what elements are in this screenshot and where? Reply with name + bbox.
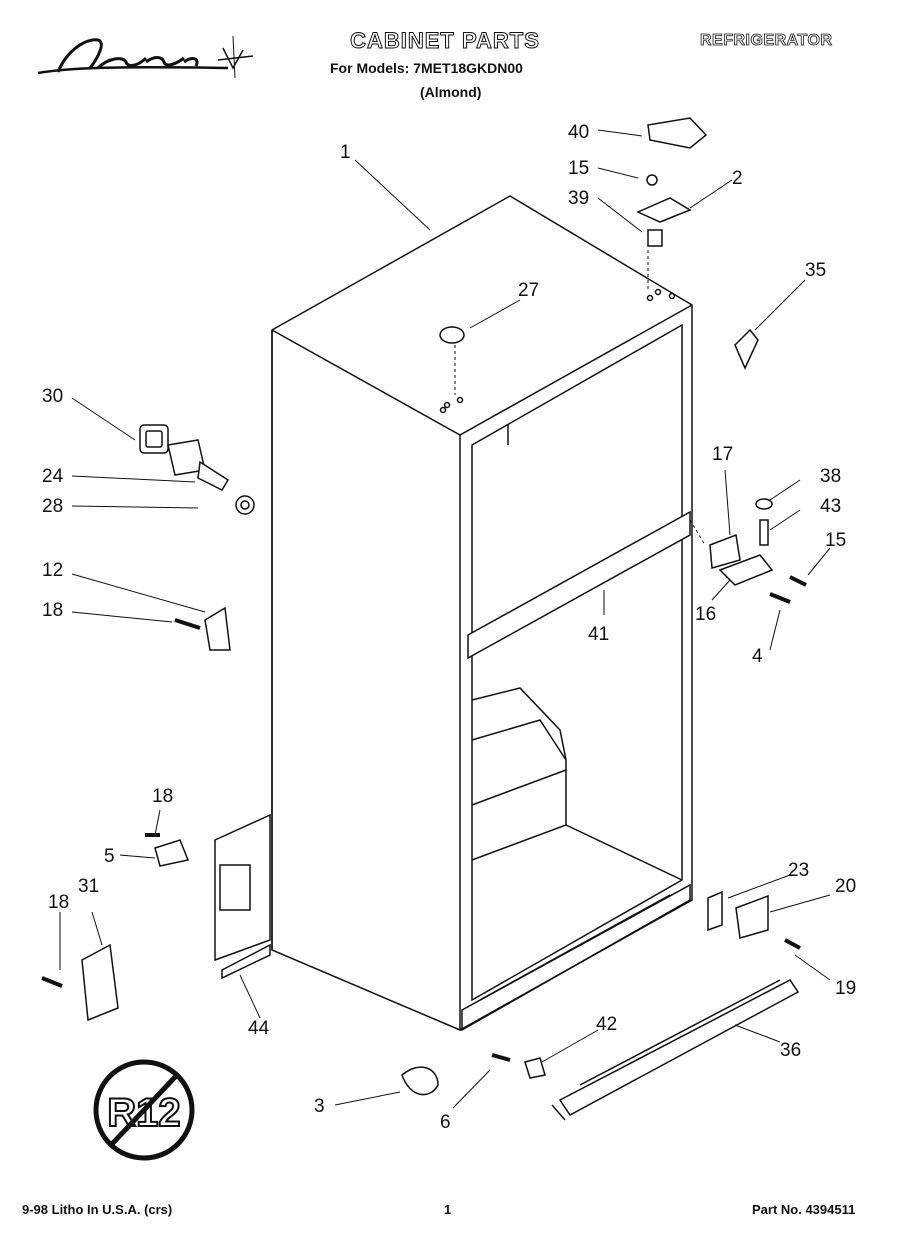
divider-bar bbox=[467, 510, 691, 660]
callout-label: 18 bbox=[42, 600, 63, 621]
badge-text: R12 bbox=[107, 1091, 180, 1135]
callout-label: 31 bbox=[78, 876, 99, 897]
page-number: 1 bbox=[444, 1202, 452, 1217]
prohibited-icon: R12 bbox=[93, 1059, 195, 1161]
callout-label: 20 bbox=[835, 876, 856, 897]
callout-label: 6 bbox=[440, 1112, 451, 1133]
top-hinge bbox=[636, 197, 692, 223]
side-bracket bbox=[214, 813, 271, 962]
callout-label: 42 bbox=[596, 1014, 617, 1035]
callout-label: 18 bbox=[48, 892, 69, 913]
callout-label: 40 bbox=[568, 122, 589, 143]
hinge-cover bbox=[647, 117, 708, 149]
model-number: For Models: 7MET18GKDN00 bbox=[330, 60, 523, 76]
callout-label: 41 bbox=[588, 624, 609, 645]
hinge-pin-cover bbox=[734, 328, 759, 370]
callout-label: 3 bbox=[314, 1096, 325, 1117]
callout-label: 28 bbox=[42, 496, 63, 517]
callout-label: 35 bbox=[805, 260, 826, 281]
callout-label: 18 bbox=[152, 786, 173, 807]
acros-logo bbox=[37, 35, 254, 79]
callout-label: 2 bbox=[732, 168, 743, 189]
callout-label: 1 bbox=[340, 142, 351, 163]
callout-label: 39 bbox=[568, 188, 589, 209]
callout-label: 30 bbox=[42, 386, 63, 407]
r12-prohibited-badge: R12 bbox=[92, 1058, 196, 1162]
callout-label: 4 bbox=[752, 646, 763, 667]
product-type: REFRIGERATOR bbox=[700, 32, 833, 50]
callout-label: 16 bbox=[695, 604, 716, 625]
model-color: (Almond) bbox=[420, 84, 482, 100]
print-info: 9-98 Litho In U.S.A. (crs) bbox=[22, 1202, 173, 1217]
callout-label: 27 bbox=[518, 280, 539, 301]
page-title: CABINET PARTS bbox=[350, 28, 540, 54]
callout-label: 12 bbox=[42, 560, 63, 581]
callout-label: 19 bbox=[835, 978, 856, 999]
callout-label: 44 bbox=[248, 1018, 270, 1039]
callout-label: 15 bbox=[825, 530, 846, 551]
callout-label: 38 bbox=[820, 466, 841, 487]
callout-label: 23 bbox=[788, 860, 809, 881]
callout-label: 24 bbox=[42, 466, 64, 487]
toe-grille bbox=[558, 979, 800, 1116]
callout-label: 36 bbox=[780, 1040, 801, 1061]
callout-label: 17 bbox=[712, 444, 733, 465]
callout-label: 5 bbox=[104, 846, 115, 867]
callout-label: 43 bbox=[820, 496, 841, 517]
part-number: Part No. 4394511 bbox=[752, 1202, 856, 1217]
callout-label: 15 bbox=[568, 158, 589, 179]
